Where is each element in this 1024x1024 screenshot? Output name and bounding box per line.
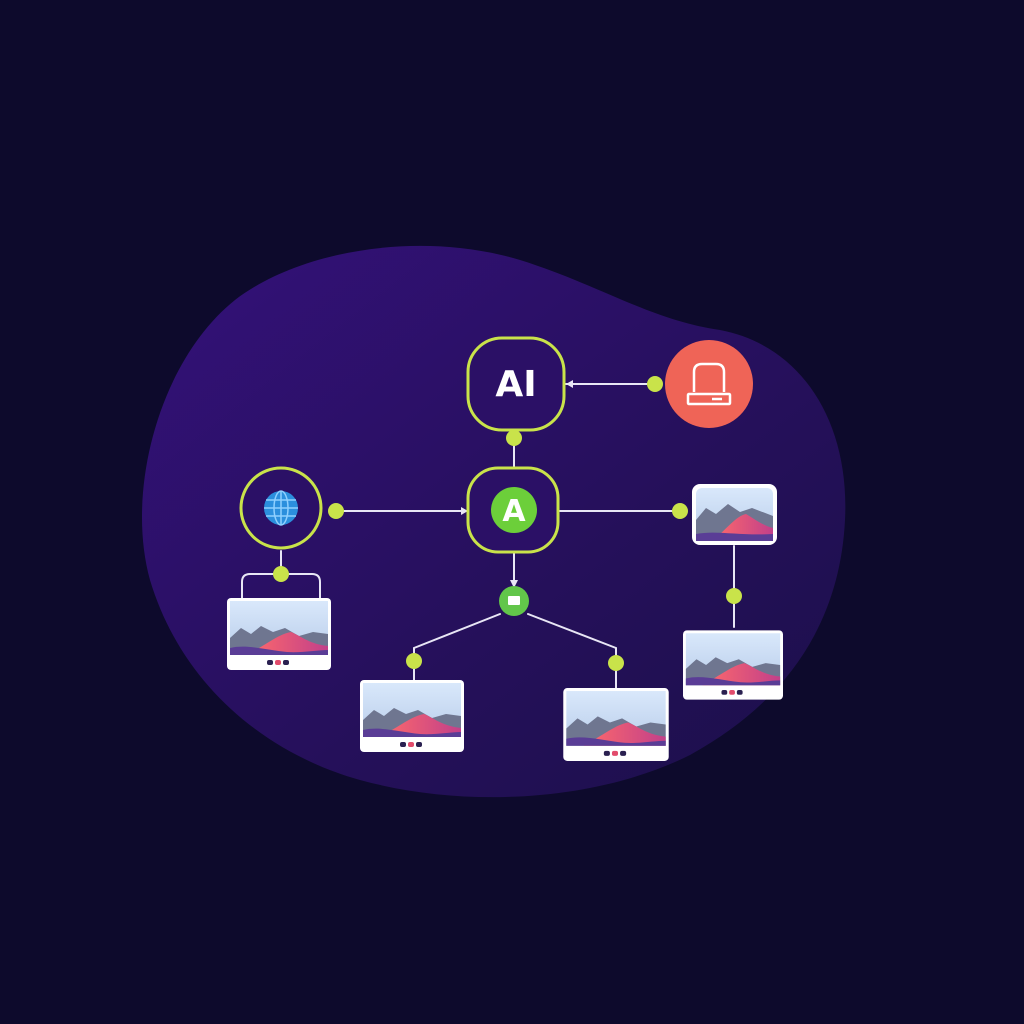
- image-card-bottom-left[interactable]: [360, 680, 464, 752]
- image-card-top-right[interactable]: [692, 484, 777, 545]
- agent-node[interactable]: A: [466, 466, 560, 554]
- server-icon: [686, 362, 732, 406]
- connector-dot: [608, 655, 624, 671]
- arrow-to-agent-left: [461, 507, 468, 515]
- globe-node[interactable]: [239, 466, 323, 550]
- image-icon: [696, 488, 773, 541]
- router-node[interactable]: [499, 586, 529, 616]
- image-card-left[interactable]: [227, 598, 331, 670]
- connector-dot: [506, 430, 522, 446]
- ai-node[interactable]: AI: [466, 336, 566, 432]
- ai-node-label: AI: [495, 364, 536, 405]
- connector-dots: [273, 376, 742, 671]
- line-router-image-mid: [527, 613, 617, 689]
- image-card-bottom-mid[interactable]: [563, 688, 669, 761]
- connector-dot: [726, 588, 742, 604]
- connector-dot: [406, 653, 422, 669]
- connector-dot: [328, 503, 344, 519]
- arrow-to-ai: [566, 380, 573, 388]
- router-icon: [508, 596, 520, 605]
- connector-dot: [273, 566, 289, 582]
- globe-icon: [264, 490, 298, 526]
- connector-dot: [672, 503, 688, 519]
- image-card-right[interactable]: [683, 630, 783, 700]
- agent-node-label: A: [502, 494, 526, 529]
- server-node[interactable]: [665, 340, 753, 428]
- line-router-image-left: [413, 613, 501, 681]
- arrow-to-router: [510, 580, 518, 588]
- connector-dot: [647, 376, 663, 392]
